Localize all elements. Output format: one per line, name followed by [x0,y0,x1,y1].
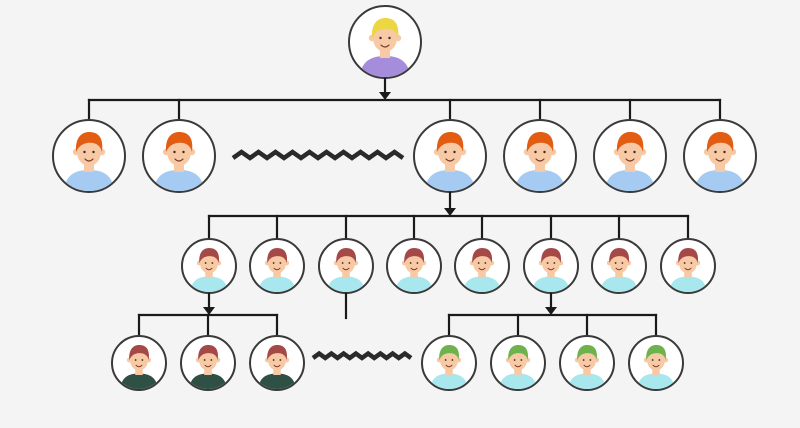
person-avatar-icon [593,119,667,193]
person-avatar-icon [111,335,167,391]
avatar-hair [267,248,288,263]
avatar-face [618,138,642,166]
avatar-shirt [424,170,476,191]
avatar-shirt [599,276,639,292]
avatar-shirt [359,56,411,77]
avatar-face [578,349,596,371]
avatar-hair [577,345,598,360]
person-avatar-icon [180,335,236,391]
avatar-shirt [63,170,115,191]
person-avatar-icon [628,335,684,391]
avatar-hair [75,132,103,152]
avatar-hair [646,345,667,360]
avatar-face [405,252,423,274]
avatar-shirt [326,276,366,292]
avatar-face [268,252,286,274]
person-avatar-icon [591,238,647,294]
avatar-hair [371,18,399,38]
avatar-face [708,138,732,166]
avatar-hair [129,345,150,360]
avatar-face [542,252,560,274]
zigzag-ellipsis-icon [311,350,413,361]
avatar-shirt [462,276,502,292]
person-avatar-icon [660,238,716,294]
person-avatar-icon [142,119,216,193]
avatar-hair [609,248,630,263]
avatar-face [438,138,462,166]
avatar-face [373,24,397,52]
arrow-down-icon [203,307,215,315]
person-avatar-icon [683,119,757,193]
avatar-face [337,252,355,274]
avatar-hair [526,132,554,152]
avatar-hair [198,345,219,360]
person-avatar-icon [181,238,237,294]
avatar-shirt [668,276,708,292]
person-avatar-icon [413,119,487,193]
avatar-hair [508,345,529,360]
arrow-down-icon [379,92,391,100]
avatar-face [199,349,217,371]
avatar-hair [436,132,464,152]
avatar-face [610,252,628,274]
avatar-face [509,349,527,371]
avatar-shirt [257,373,297,389]
avatar-face [77,138,101,166]
person-avatar-icon [454,238,510,294]
avatar-face [167,138,191,166]
person-avatar-icon [559,335,615,391]
person-avatar-icon [523,238,579,294]
avatar-hair [267,345,288,360]
avatar-hair [706,132,734,152]
avatar-face [647,349,665,371]
avatar-shirt [514,170,566,191]
avatar-shirt [257,276,297,292]
avatar-shirt [188,373,228,389]
avatar-shirt [531,276,571,292]
avatar-shirt [153,170,205,191]
avatar-hair [165,132,193,152]
person-avatar-icon [503,119,577,193]
avatar-shirt [694,170,746,191]
avatar-face [679,252,697,274]
avatar-shirt [567,373,607,389]
avatar-shirt [498,373,538,389]
person-avatar-icon [490,335,546,391]
avatar-shirt [394,276,434,292]
avatar-hair [616,132,644,152]
avatar-shirt [604,170,656,191]
avatar-face [440,349,458,371]
arrow-down-icon [545,307,557,315]
avatar-hair [678,248,699,263]
avatar-hair [541,248,562,263]
arrow-down-icon [444,208,456,216]
avatar-hair [336,248,357,263]
avatar-shirt [119,373,159,389]
person-avatar-icon [421,335,477,391]
avatar-hair [199,248,220,263]
person-avatar-icon [386,238,442,294]
avatar-hair [404,248,425,263]
avatar-face [473,252,491,274]
avatar-shirt [189,276,229,292]
avatar-face [130,349,148,371]
person-avatar-icon [52,119,126,193]
avatar-face [528,138,552,166]
person-avatar-icon [318,238,374,294]
avatar-face [268,349,286,371]
avatar-shirt [429,373,469,389]
avatar-hair [439,345,460,360]
avatar-hair [472,248,493,263]
person-avatar-icon [249,238,305,294]
person-avatar-icon [249,335,305,391]
zigzag-ellipsis-icon [231,149,405,161]
avatar-face [200,252,218,274]
person-avatar-icon [348,5,422,79]
avatar-shirt [636,373,676,389]
